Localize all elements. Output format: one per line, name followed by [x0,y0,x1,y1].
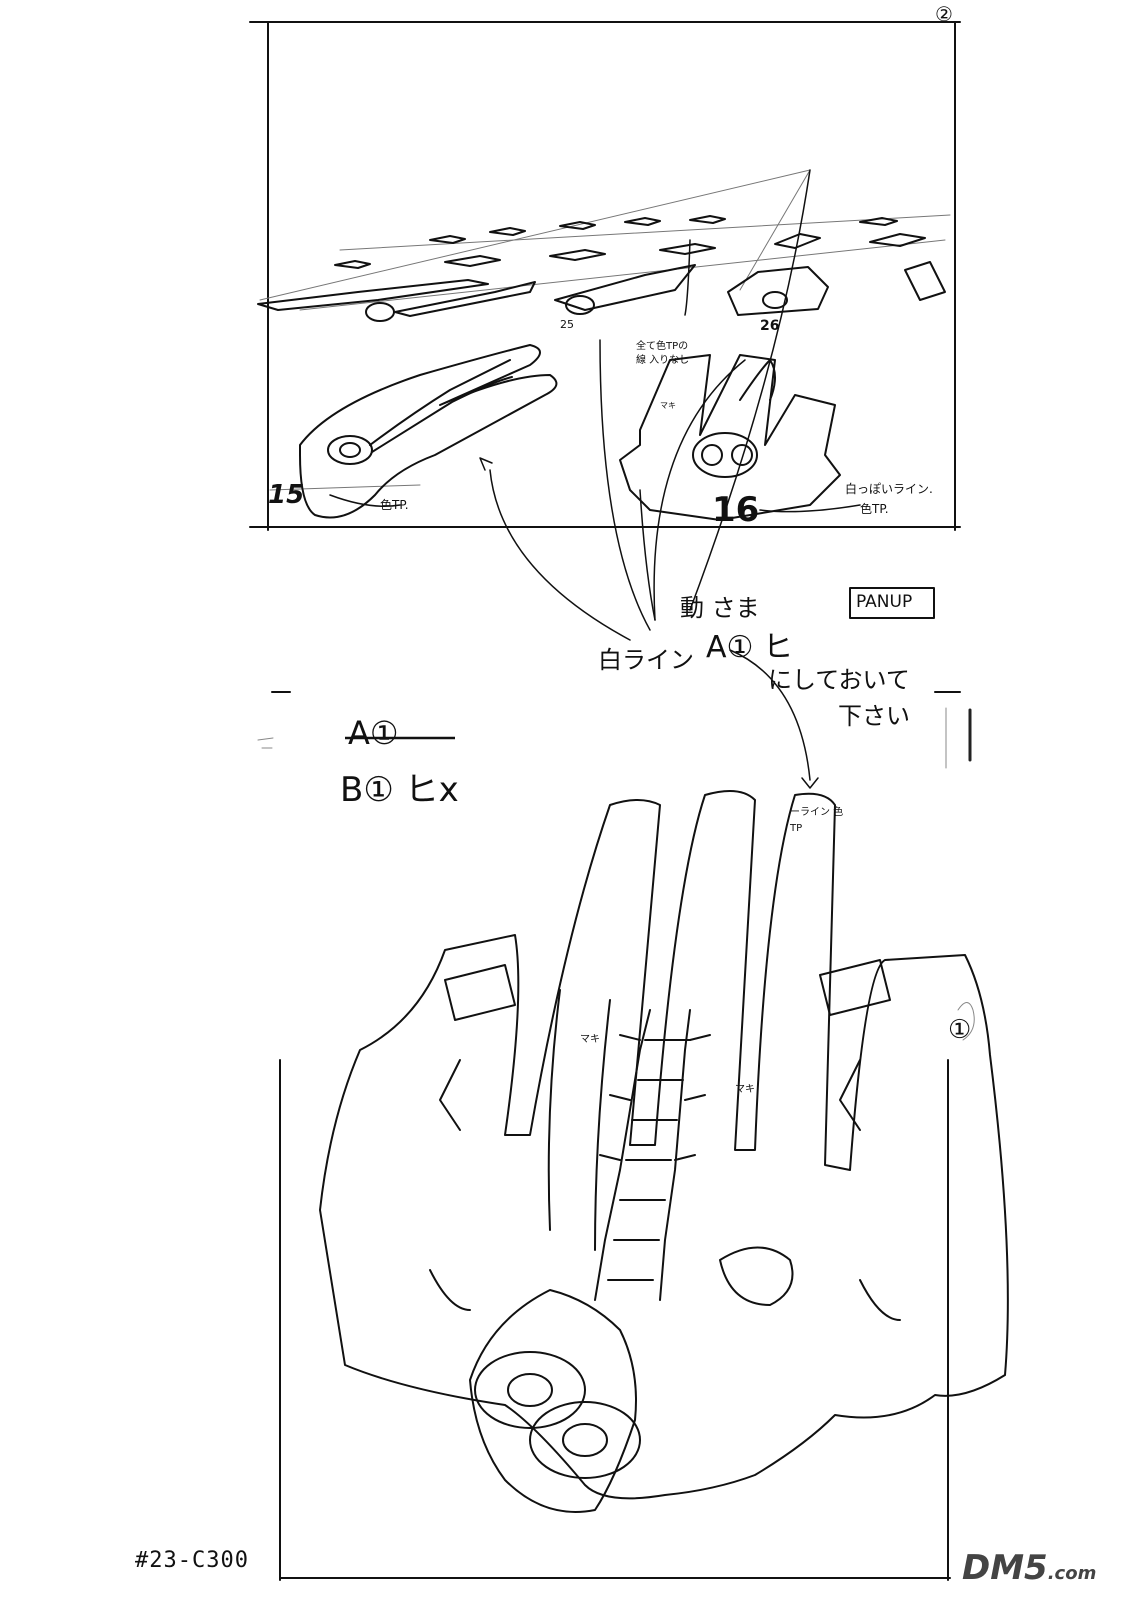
watermark-logo: DM5.com [962,1548,1096,1588]
skeleton-15 [299,344,558,519]
note-maki-a: マキ [660,401,676,410]
note-iro-tp-left: 色TP. [380,498,409,512]
spine [594,1009,711,1301]
watermark-main: DM5 [962,1548,1048,1588]
instruction-line5: 下さい [838,702,910,730]
note-iro-tp-right: 色TP. [860,502,889,516]
page-mark: ② [935,2,953,26]
instruction-line3: 白ライン [598,646,694,674]
panup-label: PANUP [856,592,913,612]
panup-box [849,587,935,619]
label-25: 25 [560,318,574,331]
perspective-guides [259,169,951,491]
maki-right: マキ [735,1084,755,1095]
label-26: 26 [760,318,780,334]
frame-lines [249,21,961,1581]
cut-number: #23-C300 [135,1548,249,1573]
maki-left: マキ [580,1034,600,1045]
side-mark: ① [948,1015,972,1045]
note-all-same: 全て色TPの線 入りなし [636,341,690,366]
label-16: 16 [712,490,760,530]
instruction-line4: にしておいて [768,666,910,694]
panel-b-label: B① ヒx [340,770,459,810]
note-line-b: ーライン 色TP [790,807,844,834]
watermark-suffix: .com [1047,1563,1097,1584]
skeleton-16 [619,354,841,521]
smudges [257,707,975,1041]
distant-skeletons [334,215,946,301]
note-white-line: 白っぽいライン. [845,482,933,496]
big-skeleton [319,790,1009,1513]
instruction-line1: 動 さま [680,594,760,622]
label-15: 15 [268,480,305,510]
struck-label: A① [348,714,399,752]
instruction-line2: A① ヒ [706,630,793,665]
mid-skeletons [257,264,829,322]
note-arrows [329,169,861,789]
